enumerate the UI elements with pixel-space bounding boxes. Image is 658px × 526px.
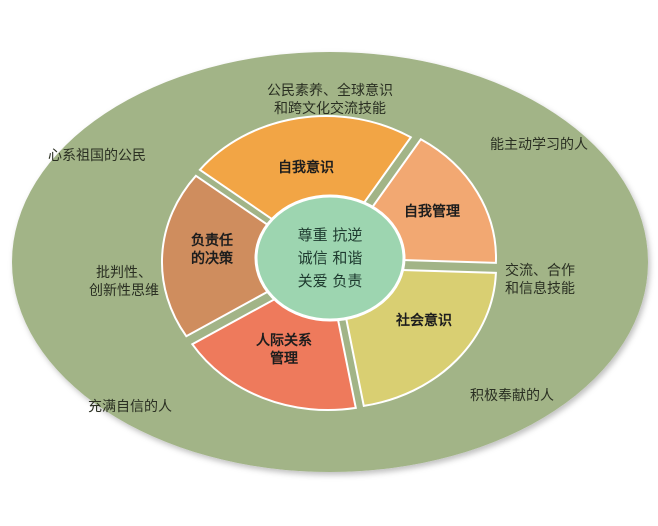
core-value-line3: 关爱 负责 [298, 272, 363, 290]
core-value-line2: 诚信 和谐 [298, 249, 363, 267]
outer-label-patriot: 心系祖国的公民 [48, 148, 146, 164]
outer-label-confident: 充满自信的人 [88, 399, 172, 415]
segment-label-relationship-line1: 人际关系 [256, 332, 312, 349]
segment-label-self-awareness: 自我意识 [278, 159, 334, 176]
segment-label-social-awareness: 社会意识 [395, 312, 452, 329]
segment-label-self-management: 自我管理 [404, 203, 460, 220]
outer-label-civic-literacy-line2: 和跨文化交流技能 [274, 100, 386, 117]
segment-label-relationship-line2: 管理 [270, 350, 298, 367]
segment-label-decision-line1: 负责任 [191, 232, 233, 249]
outer-label-critical-thinking-line1: 批判性、 [96, 265, 152, 281]
segment-self-awareness [198, 115, 413, 258]
outer-label-civic-literacy-line1: 公民素养、全球意识 [267, 82, 393, 99]
outer-label-communication-line2: 和信息技能 [505, 280, 575, 297]
segment-responsible-decision [161, 174, 324, 338]
segment-label-decision-line2: 的决策 [191, 250, 234, 267]
outer-label-contributor: 积极奉献的人 [470, 388, 554, 404]
outer-label-critical-thinking-line2: 创新性思维 [89, 283, 159, 299]
core-value-line1: 尊重 抗逆 [298, 226, 363, 244]
core-values-ellipse [254, 194, 406, 322]
outer-label-communication-line1: 交流、合作 [505, 262, 575, 279]
outer-label-active-learner: 能主动学习的人 [490, 137, 588, 153]
